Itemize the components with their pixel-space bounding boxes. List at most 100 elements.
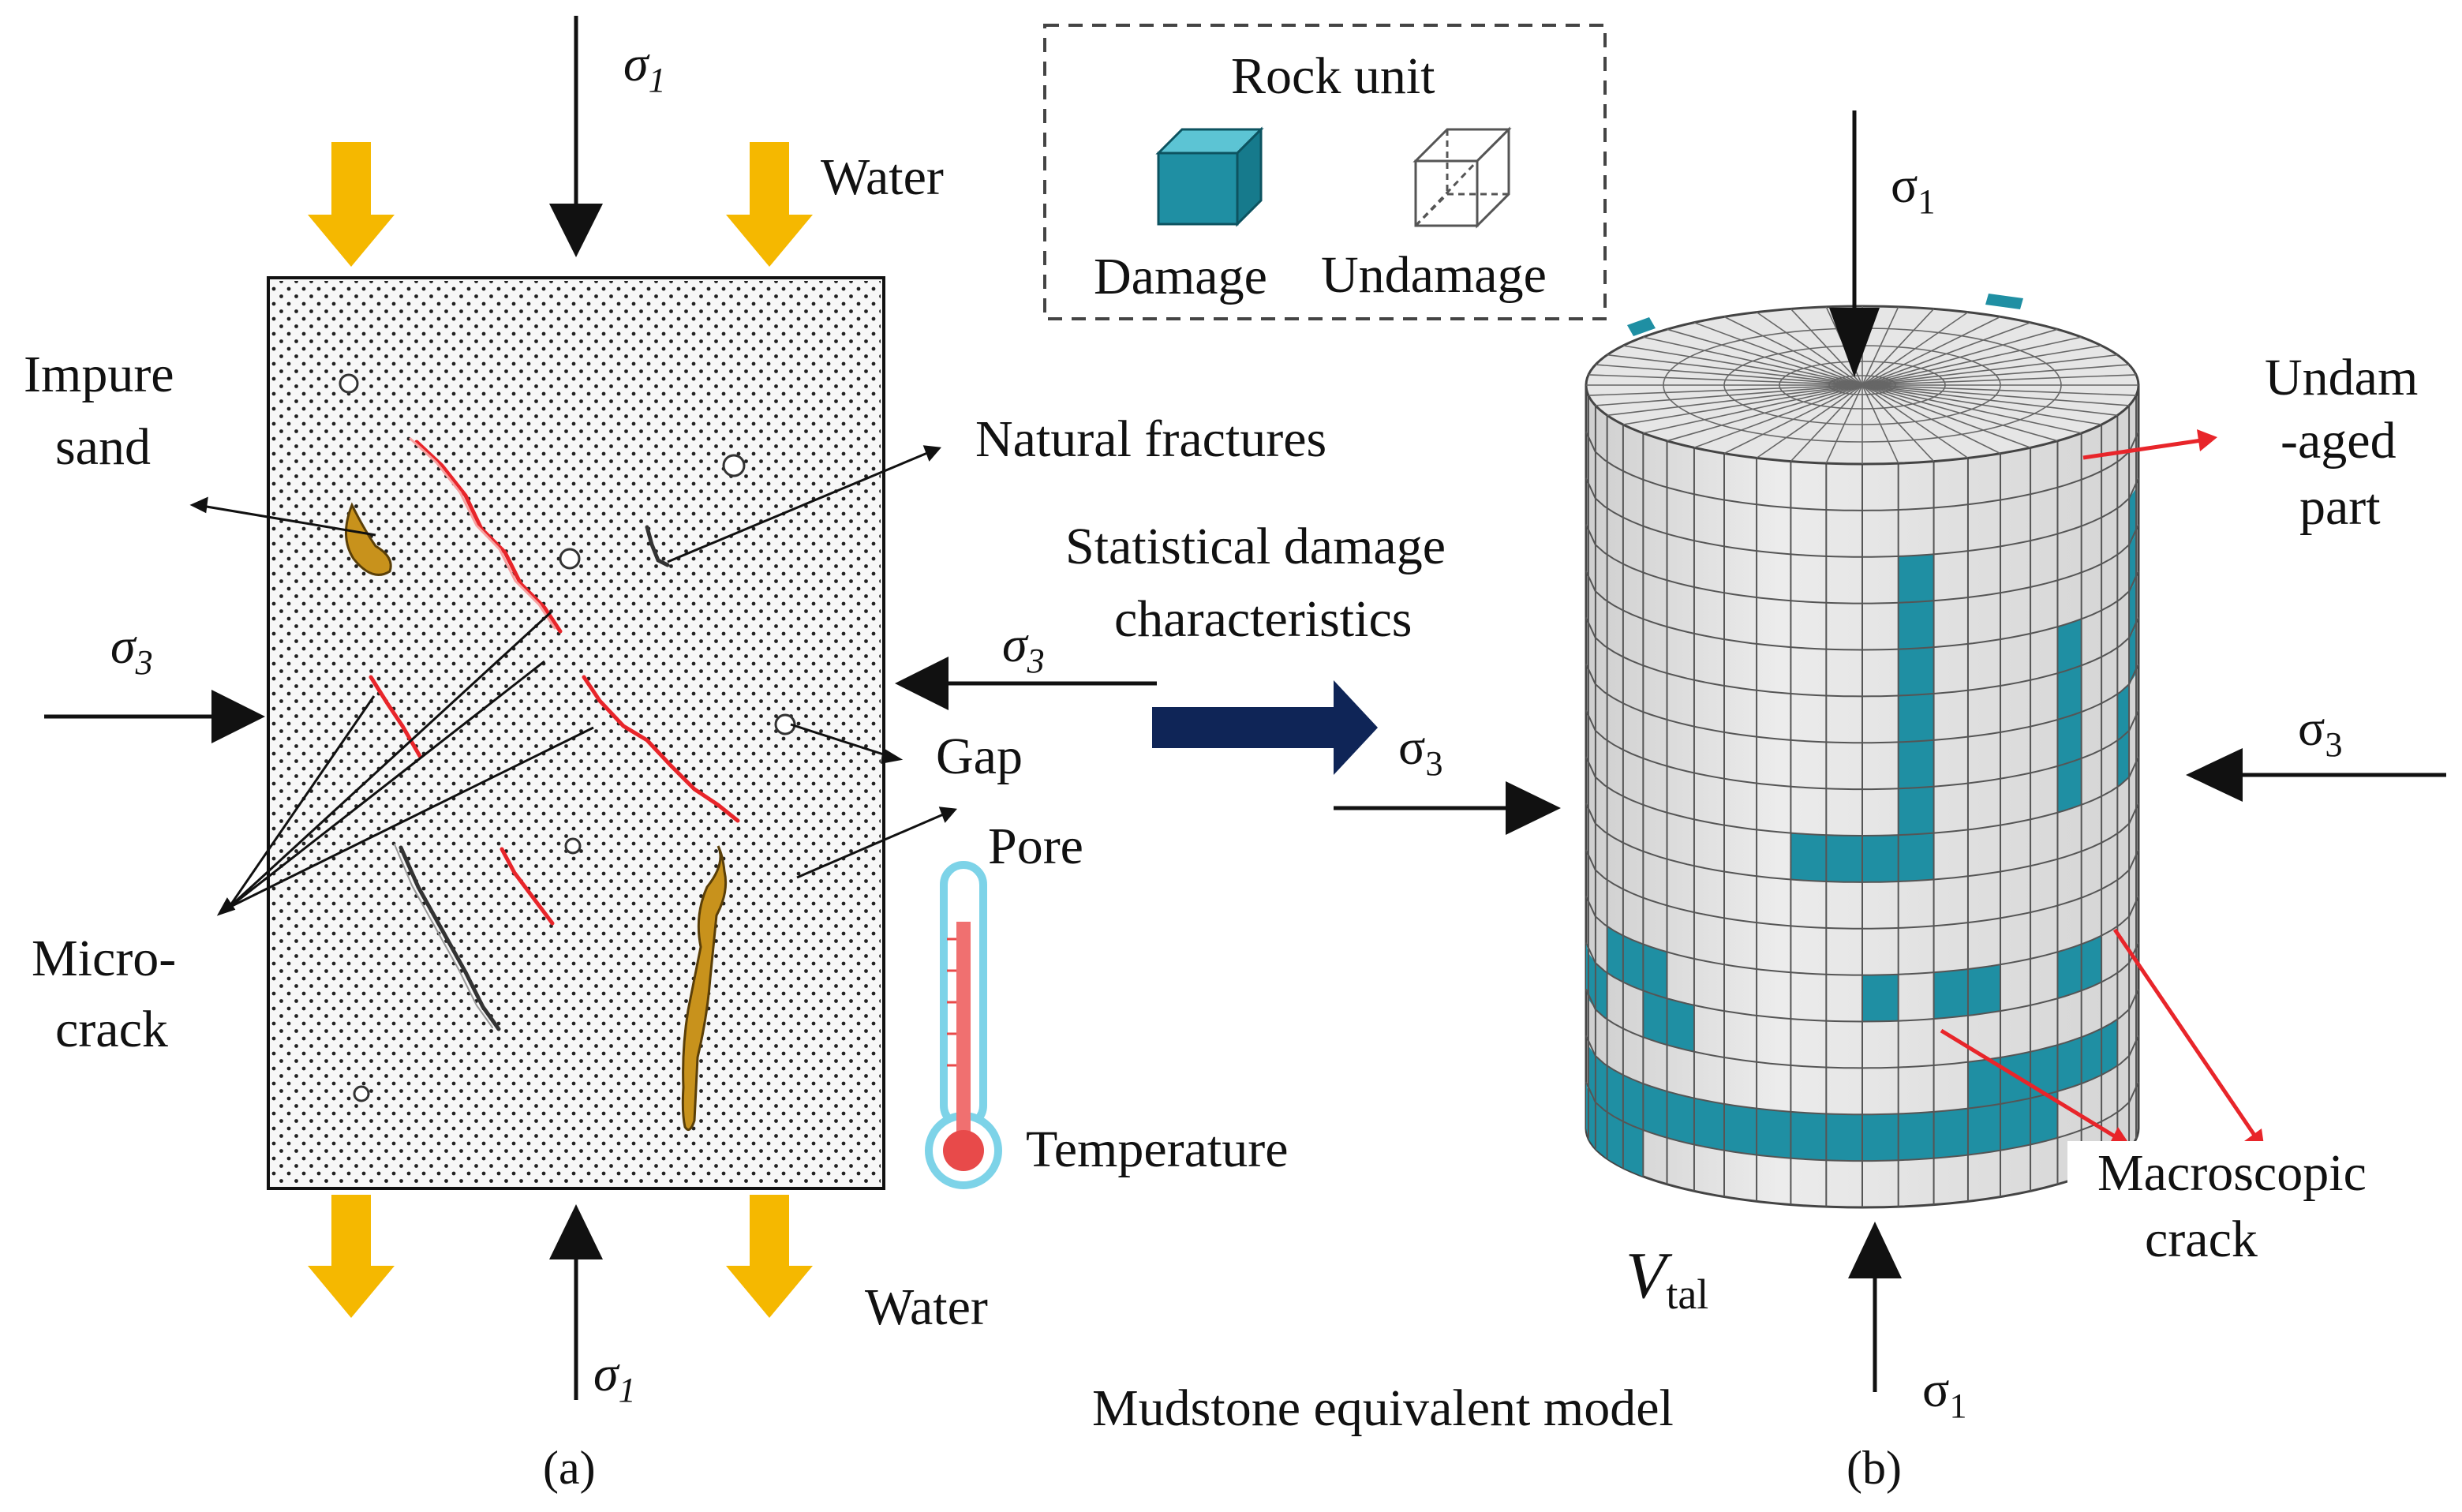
grid-ring-line — [1585, 663, 2139, 744]
sigma1-bottom-label: σ1 — [593, 1345, 636, 1409]
grid-ring-line — [1585, 1081, 2139, 1162]
damaged-cell — [1790, 1111, 1827, 1161]
damaged-cell — [1595, 1102, 1607, 1159]
damaged-cell — [1693, 1098, 1724, 1151]
grid-ring-line — [1585, 756, 2139, 837]
damaged-cell — [1933, 969, 1968, 1020]
transition-big-arrow — [1152, 680, 1378, 775]
damaged-cell — [2030, 1045, 2058, 1098]
micro-cracks — [369, 437, 740, 926]
damaged-cell — [1588, 1046, 1596, 1102]
top-spoke-line — [1723, 384, 1863, 455]
grid-ring-line — [1585, 524, 2139, 604]
sigma3-left-arrow — [44, 690, 265, 743]
damaged-cells — [1586, 488, 2136, 1177]
thermometer-icon — [925, 861, 1002, 1189]
grid-ring-line — [1585, 803, 2139, 883]
statistical-damage-line1: Statistical damage — [1065, 518, 1446, 575]
leader-lines — [189, 445, 957, 916]
damaged-cell — [1826, 1113, 1862, 1162]
grid-ring-line — [1585, 431, 2139, 511]
top-damaged-patches — [1627, 294, 2023, 336]
impure-sand-label-1: Impure — [24, 346, 174, 403]
sigma1-bottom-arrow — [549, 1204, 603, 1400]
top-spoke-line — [1861, 311, 1969, 386]
damaged-cell — [1967, 1103, 2000, 1155]
sigma3-right-arrow — [895, 657, 1157, 710]
undamaged-label-3: part — [2299, 478, 2381, 536]
temperature-label: Temperature — [1026, 1121, 1289, 1178]
top-spoke-line — [1693, 321, 1863, 386]
cylinder-grid — [1585, 395, 2139, 1207]
top-spoke-line — [1861, 384, 2137, 396]
top-spoke-line — [1622, 384, 1863, 425]
damaged-cell — [1724, 1103, 1757, 1155]
damaged-cell — [1595, 963, 1607, 1020]
grid-ring-line — [1585, 616, 2139, 698]
volume-label: Vtal — [1626, 1239, 1708, 1318]
top-spoke-line — [1667, 384, 1863, 442]
damaged-cell — [1643, 944, 1667, 999]
grid-ring-line — [1585, 896, 2139, 976]
impure-sand — [344, 502, 728, 1132]
damaged-cell — [1622, 1121, 1644, 1177]
undamage-cube-icon — [1412, 126, 1512, 229]
cylinder-top-grid — [1586, 306, 2138, 464]
natural-fractures — [394, 525, 670, 1031]
statistical-damage-line2: characteristics — [1114, 590, 1412, 648]
top-spoke-line — [1861, 384, 2102, 425]
top-spoke-line — [1861, 316, 2001, 386]
damaged-cell — [1667, 1091, 1694, 1145]
damaged-cell — [1607, 1112, 1623, 1168]
mudstone-model-title: Mudstone equivalent model — [1092, 1379, 1674, 1437]
microcrack-label-2: crack — [55, 1001, 168, 1058]
damaged-cell — [1790, 833, 1827, 881]
damaged-cell — [2129, 488, 2136, 545]
top-spoke-line — [1861, 336, 2082, 386]
top-spoke-line — [1861, 328, 2058, 386]
damaged-cell — [2117, 684, 2130, 741]
damaged-cell — [1643, 990, 1667, 1046]
damaged-cell — [2000, 1098, 2031, 1151]
damaged-cell — [1622, 1075, 1644, 1130]
top-spoke-line — [1861, 364, 2130, 386]
sigma1-top-label: σ1 — [623, 36, 666, 99]
microcrack-label-1: Micro- — [32, 930, 176, 987]
damaged-cell — [1862, 835, 1899, 882]
top-spoke-line — [1861, 384, 1969, 459]
top-spoke-line — [1825, 384, 1863, 464]
top-spoke-line — [1861, 374, 2137, 386]
damaged-cell — [1898, 647, 1934, 696]
top-spoke-line — [1861, 384, 2118, 417]
top-spoke-line — [1861, 384, 2058, 442]
sigma3-right-label: σ3 — [1002, 616, 1045, 680]
grid-ring-line — [1585, 571, 2139, 651]
panel-a: Water Water Impure sand Natural fracture… — [24, 16, 1326, 1494]
grid-ring-line — [1585, 988, 2139, 1069]
top-spoke-line — [1861, 321, 2031, 386]
damaged-cell — [1595, 1056, 1607, 1113]
top-spoke-line — [1861, 384, 2001, 455]
damaged-cell — [2057, 758, 2082, 813]
top-spoke-line — [1588, 384, 1863, 396]
water-top-label: Water — [821, 148, 944, 206]
rock-unit-legend: Rock unit Damage Undamage — [1043, 24, 1607, 320]
sigma3-left-label: σ3 — [110, 618, 153, 682]
top-spoke-line — [1861, 308, 1935, 386]
macro-crack-label-1: Macroscopic — [2097, 1144, 2367, 1202]
legend-damage-label: Damage — [1094, 248, 1267, 305]
damaged-cell — [2129, 534, 2136, 592]
damaged-cell — [1898, 739, 1934, 789]
grid-ring-line — [1585, 942, 2139, 1023]
sigma1-top-arrow — [549, 16, 603, 257]
top-spoke-line — [1861, 384, 2130, 406]
top-spoke-line — [1693, 384, 1863, 449]
top-spoke-line — [1595, 384, 1863, 406]
damaged-cell — [2129, 581, 2136, 638]
damaged-cell — [1862, 1113, 1899, 1162]
damaged-cell — [2081, 935, 2102, 991]
damaged-cell — [2057, 665, 2082, 720]
gap-label: Gap — [936, 728, 1023, 785]
damaged-cell — [1622, 935, 1644, 991]
damaged-cell — [2081, 1028, 2102, 1084]
